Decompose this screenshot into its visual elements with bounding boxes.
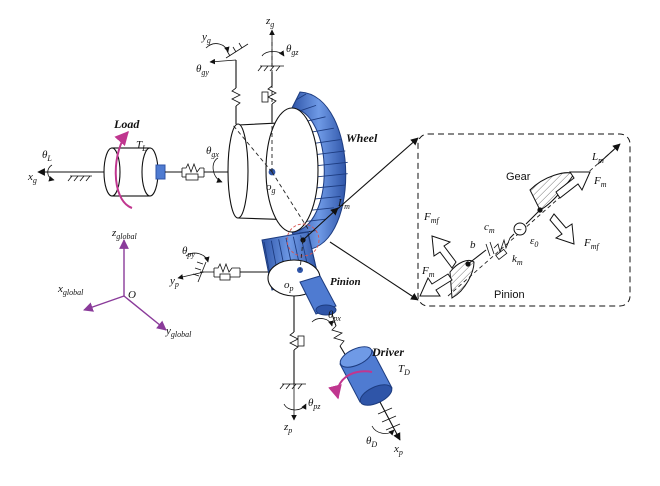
inset-gear-label: Gear (506, 171, 531, 183)
diagram-labels: Load Wheel Pinion Driver Gear Pinion θL … (27, 15, 607, 457)
inset-label-F-mf-pinion: Fmf (423, 211, 441, 225)
label-z-p: zp (283, 421, 292, 435)
label-origin: O (128, 289, 136, 301)
inset-label-F-m-pinion: Fm (421, 265, 435, 279)
load-coupling (155, 164, 166, 180)
label-x-p: xp (393, 443, 403, 457)
label-theta-pz: θpz (308, 397, 321, 411)
theta-L-arrow (47, 164, 55, 182)
inset-label-L-m: Lm (591, 151, 604, 165)
label-T-D: TD (398, 363, 410, 377)
label-L-m: Lm (337, 197, 350, 211)
inset-label-k-m: km (512, 253, 523, 267)
inset-label-e0: ε0 (530, 235, 538, 249)
pinion-y-support (177, 252, 268, 283)
label-T-L: TL (136, 139, 147, 153)
theta-gz-arrow (261, 50, 285, 57)
inset-pinion-label: Pinion (494, 289, 525, 301)
global-axes (83, 239, 167, 331)
label-theta-gy: θgy (196, 63, 209, 77)
load-torque-arrow (114, 130, 133, 209)
load-cylinder (103, 147, 159, 197)
inset-label-F-m-gear: Fm (593, 175, 607, 189)
inset-label-b: b (470, 239, 476, 251)
label-y-p: yp (169, 275, 179, 289)
load-assembly (37, 130, 232, 209)
label-theta-gz: θgz (286, 43, 299, 57)
pinion-label: Pinion (330, 276, 361, 288)
theta-py-arrow (185, 252, 210, 263)
wheel-top-supports (205, 29, 285, 124)
gx-spring-damper (181, 162, 205, 181)
label-z-global: zglobal (111, 227, 138, 241)
theta-px-arrow (311, 318, 334, 327)
label-theta-gx: θgx (206, 145, 219, 159)
load-bearing (67, 175, 92, 182)
driver-label: Driver (371, 345, 404, 359)
inset-label-source: ~ (516, 225, 522, 236)
load-label: Load (113, 117, 140, 131)
inset-error-source (513, 222, 527, 236)
label-y-g: yg (201, 31, 211, 45)
label-x-g: xg (27, 171, 37, 185)
theta-gx-arrow (212, 157, 223, 183)
label-o-p: op (284, 279, 294, 293)
mesh-model-inset (417, 133, 631, 307)
label-y-global: yglobal (165, 325, 192, 339)
pinion-gear (261, 207, 339, 316)
inset-pinion-tooth (449, 259, 475, 299)
theta-pz-arrow (283, 403, 307, 411)
driver-assembly (328, 346, 401, 441)
label-theta-py: θpy (182, 245, 195, 259)
inset-label-c-m: cm (484, 221, 495, 235)
label-theta-D: θD (366, 435, 377, 449)
label-theta-L: θL (42, 149, 52, 163)
wheel-gear (227, 40, 348, 251)
wheel-label: Wheel (346, 131, 378, 145)
pinion-z-support (279, 296, 307, 421)
label-o-g: og (266, 181, 276, 195)
inset-label-F-mf-gear: Fmf (583, 237, 601, 251)
label-z-g: zg (265, 15, 274, 29)
theta-D-arrow (371, 425, 395, 436)
driver-torque-arrow (328, 370, 373, 400)
theta-gy-arrow (205, 43, 230, 53)
wheel-tooth-line (295, 93, 307, 101)
label-x-global: xglobal (57, 283, 84, 297)
wheel-tooth-line (299, 104, 317, 112)
label-theta-px: θpx (328, 309, 341, 323)
